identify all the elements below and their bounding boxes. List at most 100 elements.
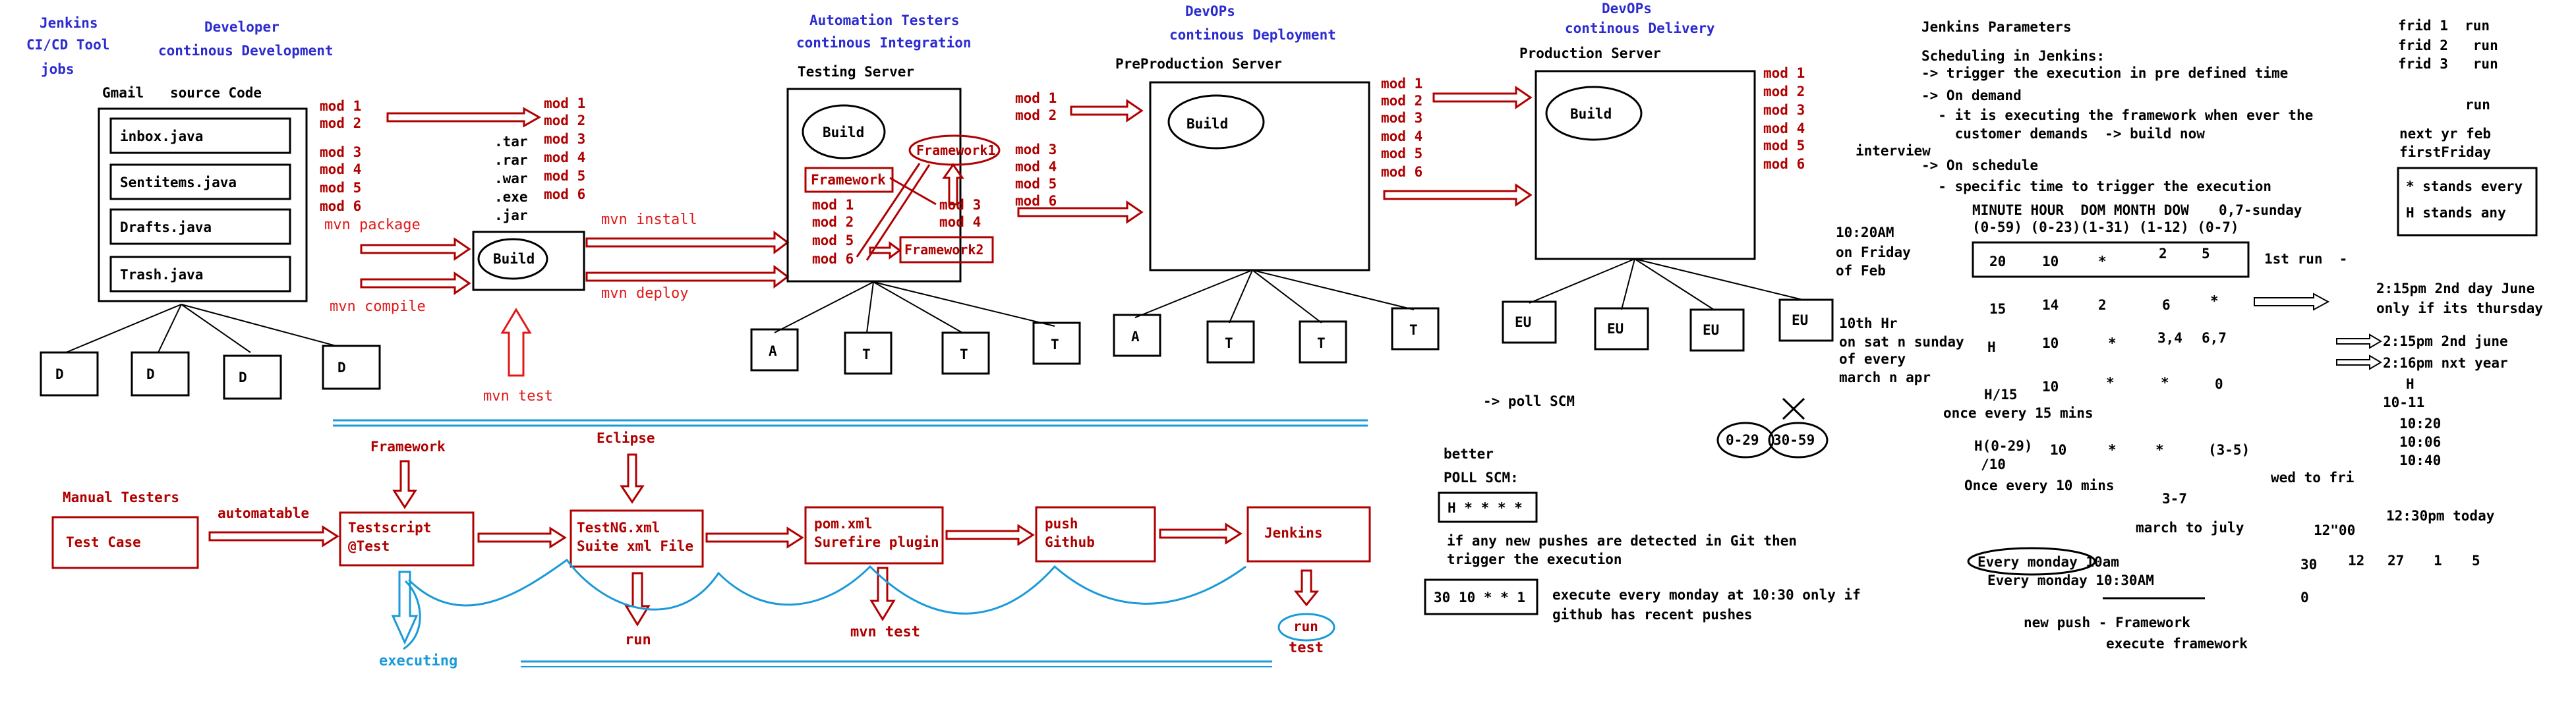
- jenkins-box: [1246, 506, 1371, 563]
- mod-label: mod 6: [320, 198, 361, 214]
- cron-cell: *: [2155, 442, 2164, 458]
- friday-note: of Feb: [1836, 263, 1886, 279]
- friday-note: on Friday: [1836, 244, 1911, 260]
- params-line: - it is executing the framework when eve…: [1921, 107, 2313, 123]
- sunday-note: 0,7-sunday: [2219, 202, 2302, 218]
- cron-cell: 30: [2300, 557, 2317, 573]
- cron-value: 30 10 * * 1: [1434, 590, 1525, 605]
- right-notes: frid 1 run frid 2 run frid 3 run run nex…: [2383, 18, 2538, 468]
- preprod-arrow: [1432, 86, 1533, 109]
- end-user-label: EU: [1792, 312, 1808, 328]
- devops-title-1: DevOPs: [1185, 3, 1235, 19]
- mvn-test-down-arrow: [869, 567, 896, 621]
- devops-title-2: DevOPs: [1602, 1, 1652, 16]
- h-list-item: H: [2406, 376, 2415, 392]
- poll-scm-note: -> poll SCM: [1483, 393, 1575, 409]
- cron-cell: H(0-29): [1974, 438, 2033, 454]
- preprod-title: PreProduction Server: [1115, 56, 1282, 72]
- cron-cell: 0: [2215, 376, 2223, 392]
- mod-label: mod 1: [544, 96, 585, 111]
- better-label: better: [1444, 446, 1494, 462]
- h-list-item: 10:06: [2399, 434, 2441, 450]
- prod-server-box: [1535, 70, 1756, 260]
- push-box: [1035, 506, 1156, 563]
- frid-note: frid 2 run: [2398, 38, 2498, 53]
- cicd-tool: CI/CD Tool: [26, 37, 109, 53]
- dev-box-label: D: [146, 366, 155, 382]
- cron-cell: 6: [2162, 297, 2171, 313]
- mod-label: mod 2: [1763, 84, 1805, 99]
- framework-label: Framework: [370, 439, 446, 455]
- automation-title: Automation Testers: [809, 13, 960, 28]
- mod-label: mod 1: [1015, 90, 1057, 106]
- today-note: 12:30pm today: [2386, 508, 2495, 524]
- file-sentitems: Sentitems.java: [120, 175, 237, 190]
- cron-cell: 5: [2202, 246, 2210, 262]
- testing-arrow: [1017, 200, 1144, 224]
- run-label: run: [625, 632, 651, 648]
- mod-label: mod 3: [544, 131, 585, 147]
- framework-label: Framework: [811, 172, 886, 188]
- first-run-box: [1972, 241, 2250, 278]
- file-box: [109, 256, 291, 293]
- dev-box-label: D: [239, 370, 247, 385]
- first-run-note: 1st run -: [2264, 251, 2347, 267]
- twelve-note: 12"00: [2314, 522, 2355, 538]
- end-user-label: EU: [1703, 322, 1719, 338]
- prod-title: Production Server: [1519, 45, 1661, 61]
- h-list-item: 10:40: [2399, 453, 2441, 468]
- continuous-integration: continous Integration: [796, 35, 972, 51]
- cron-cell: 2: [2098, 297, 2107, 313]
- flow-arrow: [945, 524, 1035, 546]
- agent-label: T: [1409, 322, 1418, 338]
- continuous-delivery: continous Delivery: [1565, 20, 1715, 36]
- poll-scm-label: POLL SCM:: [1444, 470, 1519, 486]
- params-line: customer demands -> build now: [1921, 126, 2205, 142]
- h-list-item: 10:20: [2399, 416, 2441, 432]
- eclipse-label: Eclipse: [597, 430, 655, 446]
- archive-label: .war: [494, 171, 528, 186]
- archive-label: .jar: [494, 208, 528, 223]
- mod-label: mod 6: [812, 251, 854, 267]
- mod-label: mod 5: [1763, 138, 1805, 154]
- cron-cell: *: [2210, 293, 2219, 309]
- mvn-deploy-label: mvn deploy: [601, 285, 688, 302]
- flow-arrow: [477, 526, 567, 549]
- mod-label: mod 1: [320, 98, 361, 114]
- prod-build-label: Build: [1570, 106, 1612, 122]
- developer-title: Developer: [204, 19, 279, 35]
- testing-server-title: Testing Server: [798, 64, 914, 80]
- gmail-label: Gmail: [102, 85, 144, 101]
- cron-cell: H/15: [1984, 387, 2018, 403]
- automatable-label: automatable: [218, 505, 309, 521]
- push-line-1: push: [1045, 516, 1078, 532]
- mod-label: mod 2: [1381, 93, 1422, 109]
- row3-arrow: [2336, 354, 2382, 370]
- file-box: [109, 208, 291, 245]
- mod-label: mod 2: [1015, 107, 1057, 123]
- legend-box: [2397, 167, 2538, 237]
- source-code-block: Gmail source Code inbox.java Sentitems.j…: [40, 85, 542, 400]
- mod-label: mod 1: [1763, 65, 1805, 81]
- agent-label: T: [862, 347, 871, 362]
- interview-label: interview: [1856, 143, 1931, 159]
- params-title: Jenkins Parameters: [1921, 19, 2072, 35]
- new-push-note: new push - Framework: [2024, 615, 2190, 631]
- row3-note: 2:15pm 2nd june: [2383, 333, 2508, 349]
- connector-line: [856, 163, 921, 258]
- file-box: [109, 163, 291, 200]
- mod-label: mod 5: [544, 168, 585, 184]
- up-arrow: [942, 163, 964, 206]
- archive-label: .tar: [494, 134, 528, 150]
- framework1-label: Framework1: [916, 142, 995, 158]
- testng-box: [570, 509, 704, 568]
- eclipse-down-arrow: [620, 453, 645, 504]
- cron-headers: (0-59) (0-23)(1-31) (1-12) (0-7): [1972, 219, 2239, 235]
- mvn-test-label: mvn test: [483, 388, 553, 405]
- execute-note: execute framework: [2106, 636, 2248, 652]
- h-note: H stands any: [2406, 205, 2506, 221]
- preprod-build-ellipse: [1167, 94, 1265, 150]
- pom-line-1: pom.xml: [814, 516, 873, 532]
- agent-label: A: [769, 343, 777, 359]
